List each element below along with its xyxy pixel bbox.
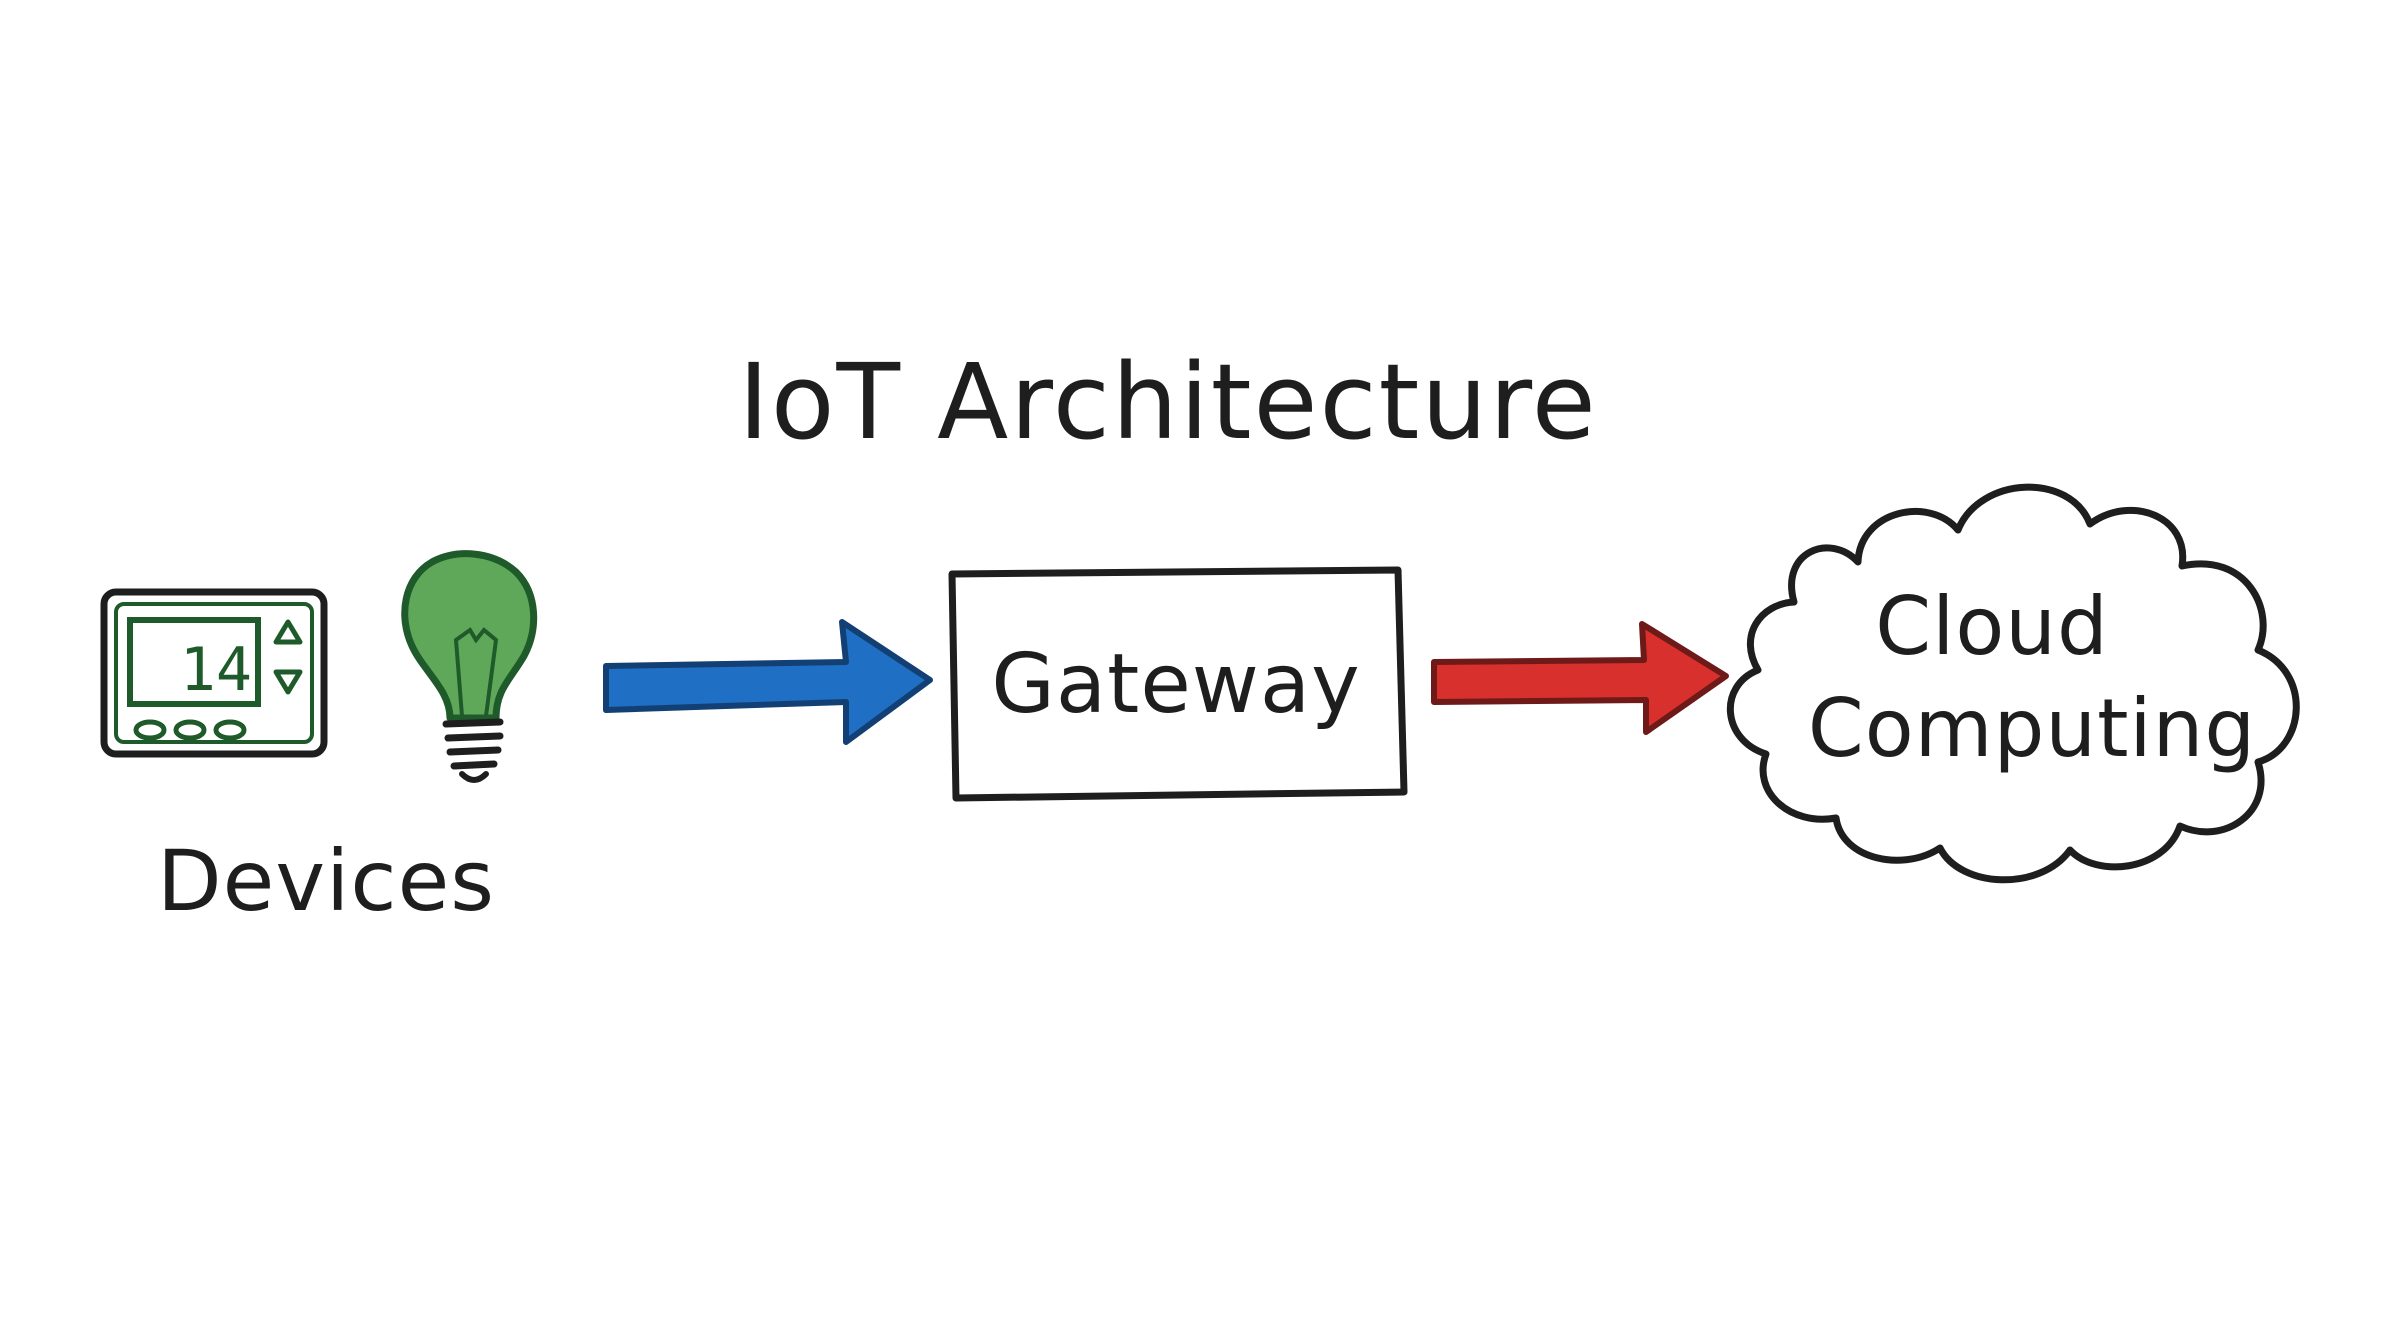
gateway-to-cloud-arrow <box>1431 621 1729 735</box>
cloud-label-line2: Computing <box>1808 682 2256 775</box>
lightbulb-icon <box>401 550 538 783</box>
gateway-label: Gateway <box>991 637 1360 732</box>
thermostat-icon: 14 <box>100 588 328 758</box>
devices-label: Devices <box>157 832 495 930</box>
thermostat-reading: 14 <box>180 635 252 705</box>
gateway-box: Gateway <box>948 566 1408 802</box>
cloud-icon: Cloud Computing <box>1727 483 2300 884</box>
devices-to-gateway-arrow <box>603 619 933 745</box>
cloud-label-line1: Cloud <box>1875 580 2109 673</box>
diagram-title: IoT Architecture <box>738 341 1598 463</box>
